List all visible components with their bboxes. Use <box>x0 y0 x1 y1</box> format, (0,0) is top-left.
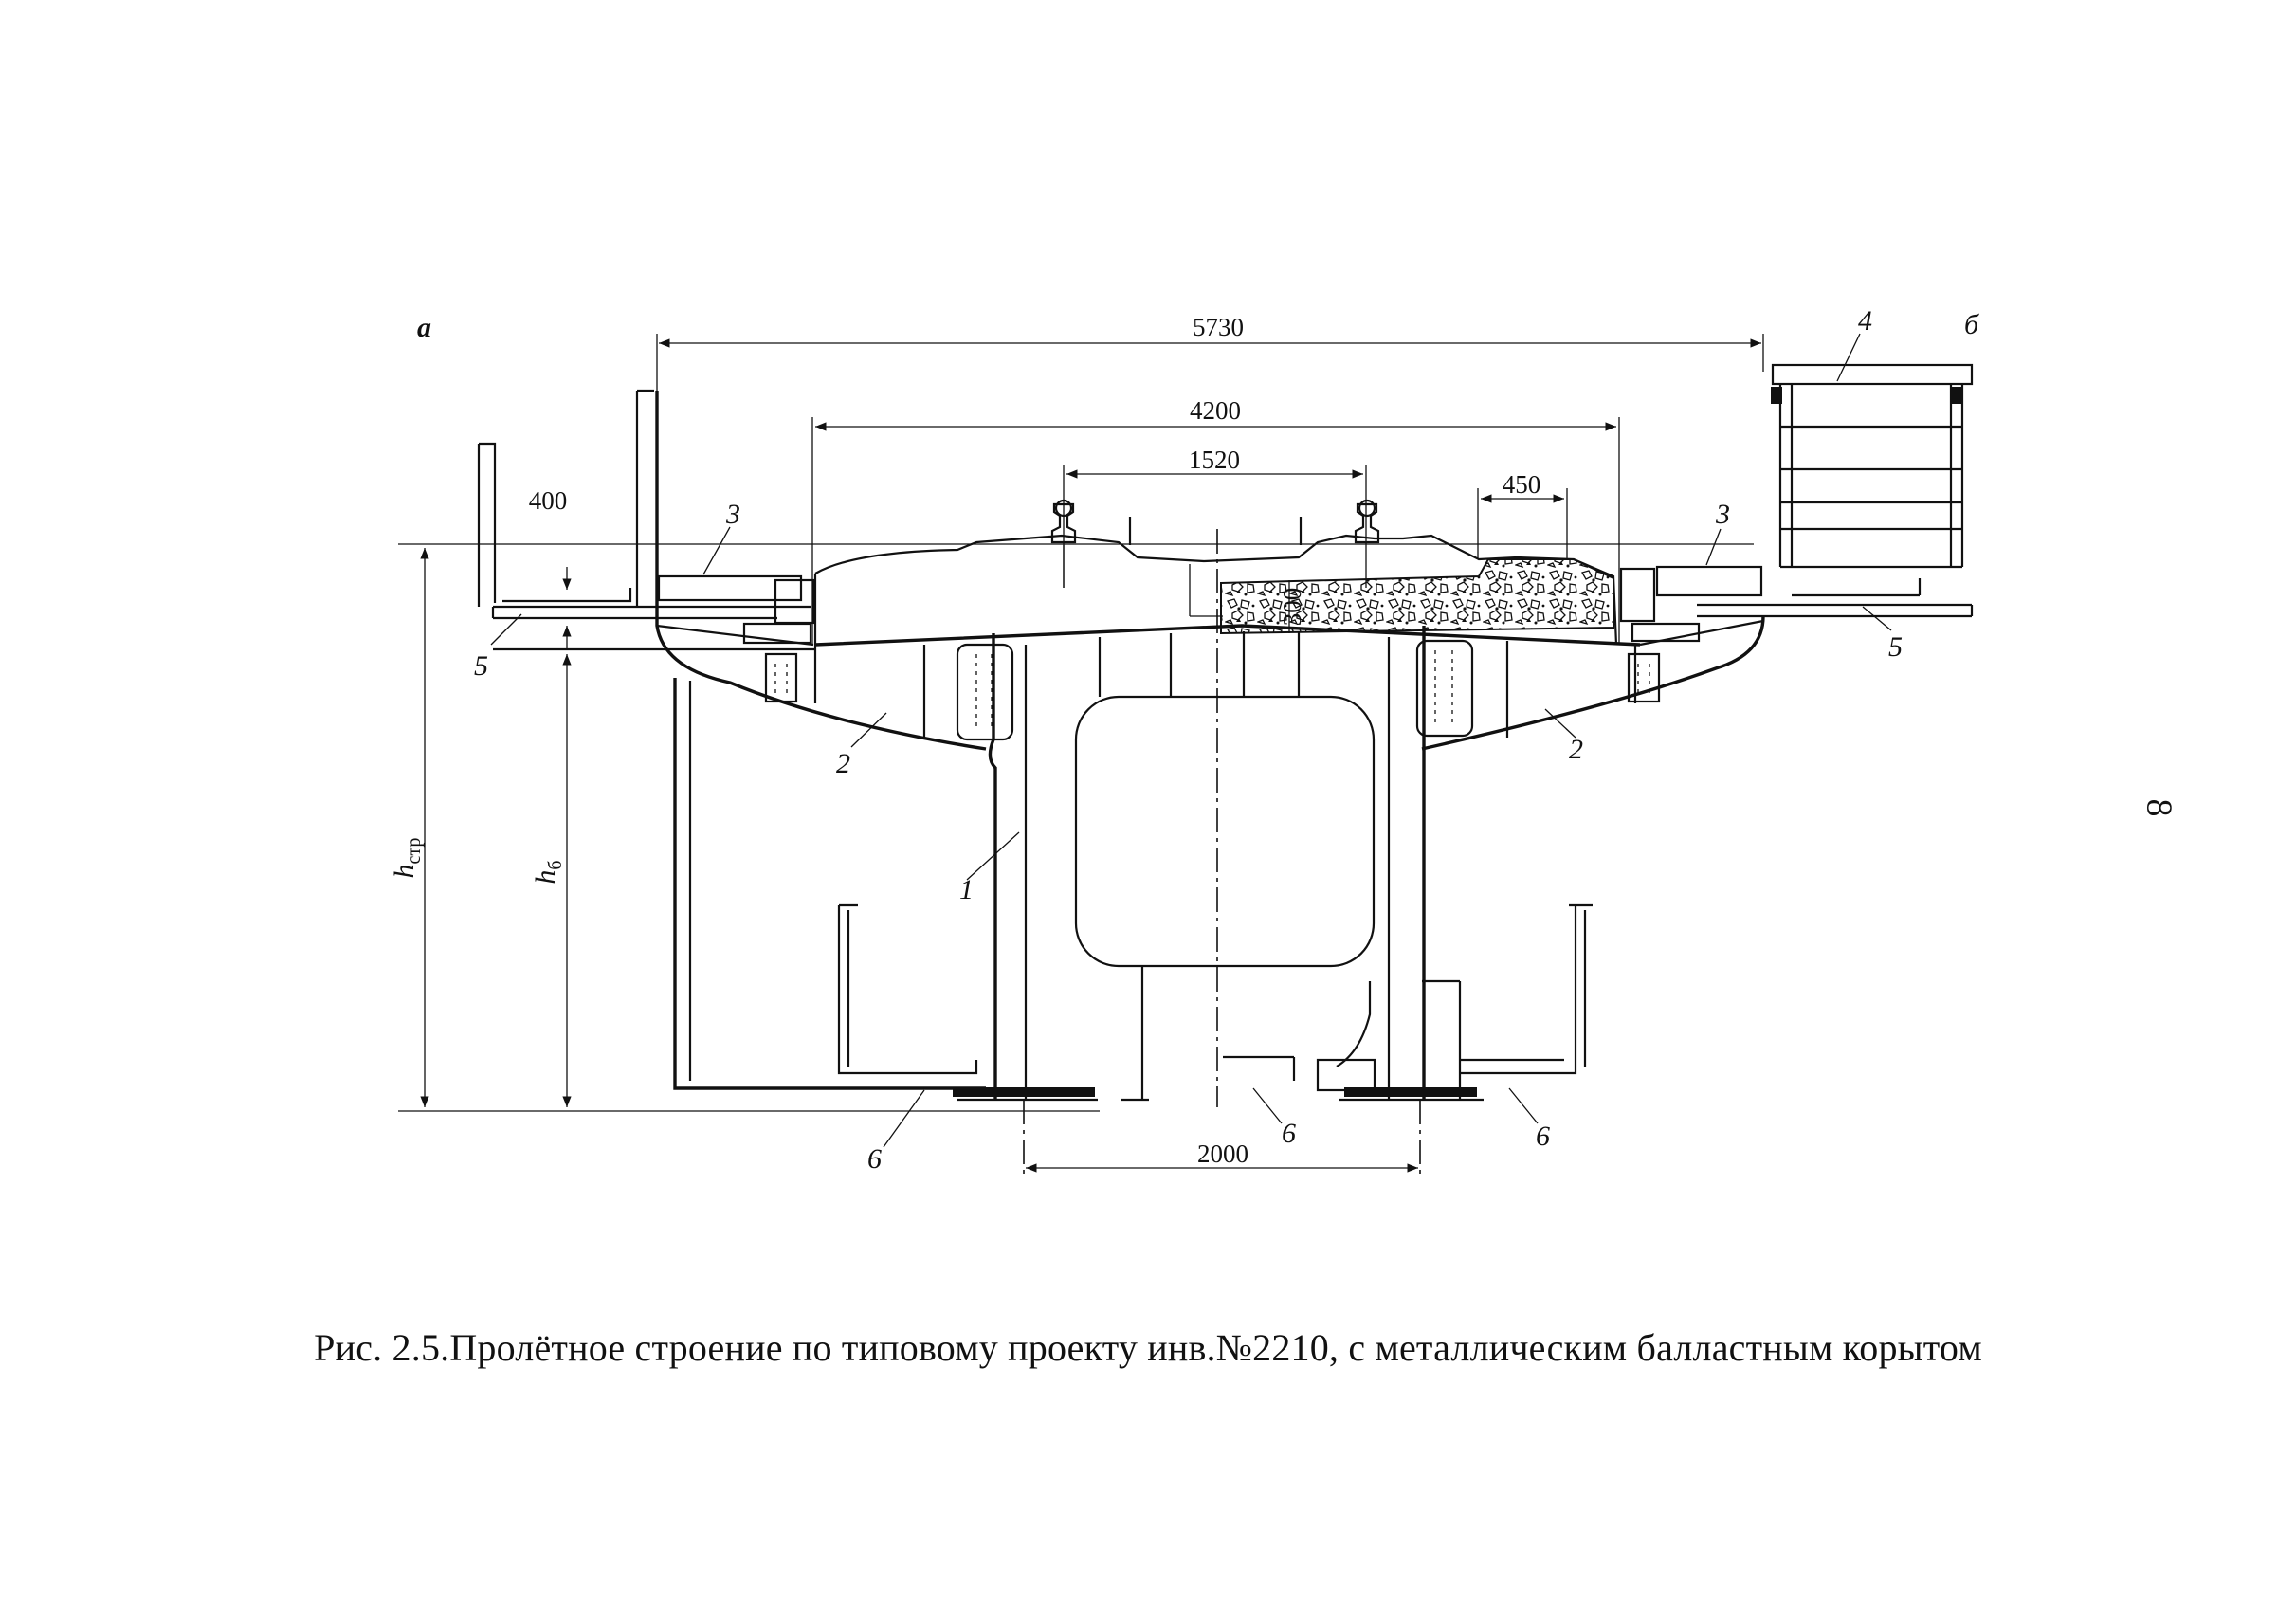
callout-4: 4 <box>1836 305 1872 382</box>
callout-5-left-label: 5 <box>474 650 488 682</box>
callout-2-right: 2 <box>1544 708 1583 765</box>
callout-5-left: 5 <box>474 613 522 682</box>
callout-6-left: 6 <box>867 1089 925 1175</box>
panel-label-a: a <box>417 312 431 343</box>
dimension-5730-label: 5730 <box>1193 313 1244 341</box>
bearing-right <box>1339 1087 1484 1102</box>
dimension-4200: 4200 <box>811 396 1620 645</box>
callout-3-left-label: 3 <box>725 499 740 530</box>
sidewalk-left <box>477 389 815 651</box>
callout-4-label: 4 <box>1858 305 1872 337</box>
rail-right <box>1299 499 1380 545</box>
height-h-str: hстр <box>389 543 1754 1112</box>
lower-walkway-right <box>1460 903 1593 1075</box>
dimension-5730: 5730 <box>656 313 1764 391</box>
callout-6-right: 6 <box>1508 1087 1550 1152</box>
bracket-right <box>1415 615 1765 751</box>
page-number: 8 <box>2139 798 2179 817</box>
dimension-300-label: 300 <box>1278 588 1306 627</box>
rail-left <box>1050 499 1132 588</box>
dimension-450: 450 <box>1477 470 1568 559</box>
lower-walkway-left <box>673 678 986 1090</box>
callout-2-left: 2 <box>836 712 887 779</box>
callout-3-right-label: 3 <box>1715 499 1730 530</box>
bracket-left <box>655 391 1014 751</box>
dimension-400: 400 <box>529 486 572 649</box>
dimension-4200-label: 4200 <box>1190 396 1241 425</box>
ballast-fill: 300 <box>1220 558 1614 635</box>
callout-1-label: 1 <box>959 874 974 905</box>
sidewalk-right <box>1619 565 1974 643</box>
height-h-str-label: hстр <box>389 838 425 879</box>
railing-view-b <box>1771 363 1974 569</box>
dimension-1520-label: 1520 <box>1189 446 1240 474</box>
dimension-1520: 1520 <box>1063 446 1367 588</box>
callout-6-mid-label: 6 <box>1282 1118 1296 1149</box>
height-h-b: hб <box>530 654 572 1107</box>
callout-5-right: 5 <box>1862 606 1903 663</box>
callout-1: 1 <box>959 831 1020 905</box>
callout-3-left: 3 <box>702 499 740 575</box>
dimension-2000: 2000 <box>1026 1140 1418 1173</box>
callout-3-right: 3 <box>1705 499 1730 566</box>
dimension-2000-label: 2000 <box>1197 1140 1248 1168</box>
callout-2-left-label: 2 <box>836 748 850 779</box>
main-girder-frame <box>988 626 1462 1100</box>
callout-6-mid: 6 <box>1252 1087 1296 1149</box>
figure-caption: Рис. 2.5.Пролётное строение по типовому … <box>314 1326 1982 1369</box>
dimension-400-label: 400 <box>529 486 568 515</box>
dimension-450-label: 450 <box>1503 470 1541 499</box>
panel-label-b: б <box>1964 309 1979 340</box>
height-h-b-label: hб <box>530 860 566 884</box>
callout-5-right-label: 5 <box>1888 631 1903 663</box>
callout-2-right-label: 2 <box>1569 734 1583 765</box>
callout-6-left-label: 6 <box>867 1143 882 1175</box>
callout-6-right-label: 6 <box>1536 1121 1550 1152</box>
bearing-left <box>953 1087 1149 1102</box>
